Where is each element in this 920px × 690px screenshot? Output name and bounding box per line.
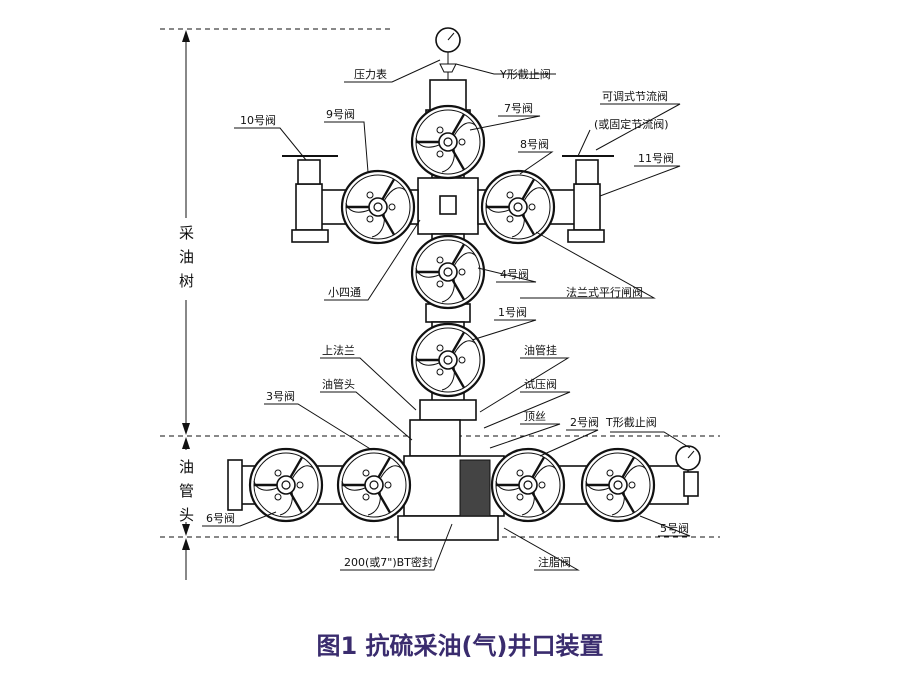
label-adjustable-choke: 可调式节流阀 bbox=[602, 89, 668, 103]
label-valve-7: 7号阀 bbox=[504, 101, 533, 115]
label-valve-1: 1号阀 bbox=[498, 305, 527, 319]
label-valve-10: 10号阀 bbox=[240, 113, 276, 127]
label-valve-3: 3号阀 bbox=[266, 389, 295, 403]
label-valve-11: 11号阀 bbox=[638, 151, 674, 165]
valve-6-wheel bbox=[248, 447, 324, 523]
label-christmas-tree-3: 树 bbox=[179, 272, 194, 290]
label-valve-9: 9号阀 bbox=[326, 107, 355, 121]
label-hanger: 油管挂 bbox=[524, 343, 557, 357]
label-gauge-top: 压力表 bbox=[354, 67, 387, 81]
label-top-screw: 顶丝 bbox=[524, 410, 546, 423]
valve-5-wheel bbox=[580, 447, 656, 523]
valve-9-wheel bbox=[340, 169, 416, 245]
valve-1-wheel bbox=[410, 322, 486, 398]
valve-7-wheel bbox=[410, 104, 486, 180]
label-fixed-choke: (或固定节流阀) bbox=[594, 117, 669, 131]
label-tubing-head-side-3: 头 bbox=[179, 506, 194, 524]
label-upper-flange: 上法兰 bbox=[322, 343, 355, 357]
label-valve-2: 2号阀 bbox=[570, 415, 599, 429]
pressure-gauge-top bbox=[435, 27, 461, 80]
label-valve-6: 6号阀 bbox=[206, 511, 235, 525]
figure-caption: 图1 抗硫采油(气)井口装置 bbox=[317, 632, 604, 660]
label-tubing-head-side-2: 管 bbox=[179, 482, 194, 500]
label-valve-8: 8号阀 bbox=[520, 137, 549, 151]
label-grease-valve: 注脂阀 bbox=[538, 555, 571, 569]
label-test-valve: 试压阀 bbox=[524, 377, 557, 391]
label-valve-4: 4号阀 bbox=[500, 267, 529, 281]
label-small-cross: 小四通 bbox=[328, 286, 361, 299]
leader-lines bbox=[202, 59, 691, 571]
label-valve-5: 5号阀 bbox=[660, 521, 689, 535]
valve-8-wheel bbox=[480, 169, 556, 245]
label-tubing-head-side-1: 油 bbox=[179, 458, 194, 476]
label-t-valve: T形截止阀 bbox=[605, 415, 657, 429]
label-seal: 200(或7")BT密封 bbox=[344, 555, 433, 569]
valve-3-wheel bbox=[336, 447, 412, 523]
label-gate-valve: 法兰式平行闸阀 bbox=[566, 285, 643, 299]
label-y-valve: Y形截止阀 bbox=[499, 67, 551, 81]
valve-4-wheel bbox=[410, 234, 486, 310]
label-christmas-tree-2: 油 bbox=[179, 248, 194, 266]
label-tubing-head: 油管头 bbox=[322, 377, 355, 391]
label-christmas-tree-1: 采 bbox=[179, 224, 194, 242]
valve-2-wheel bbox=[490, 447, 566, 523]
